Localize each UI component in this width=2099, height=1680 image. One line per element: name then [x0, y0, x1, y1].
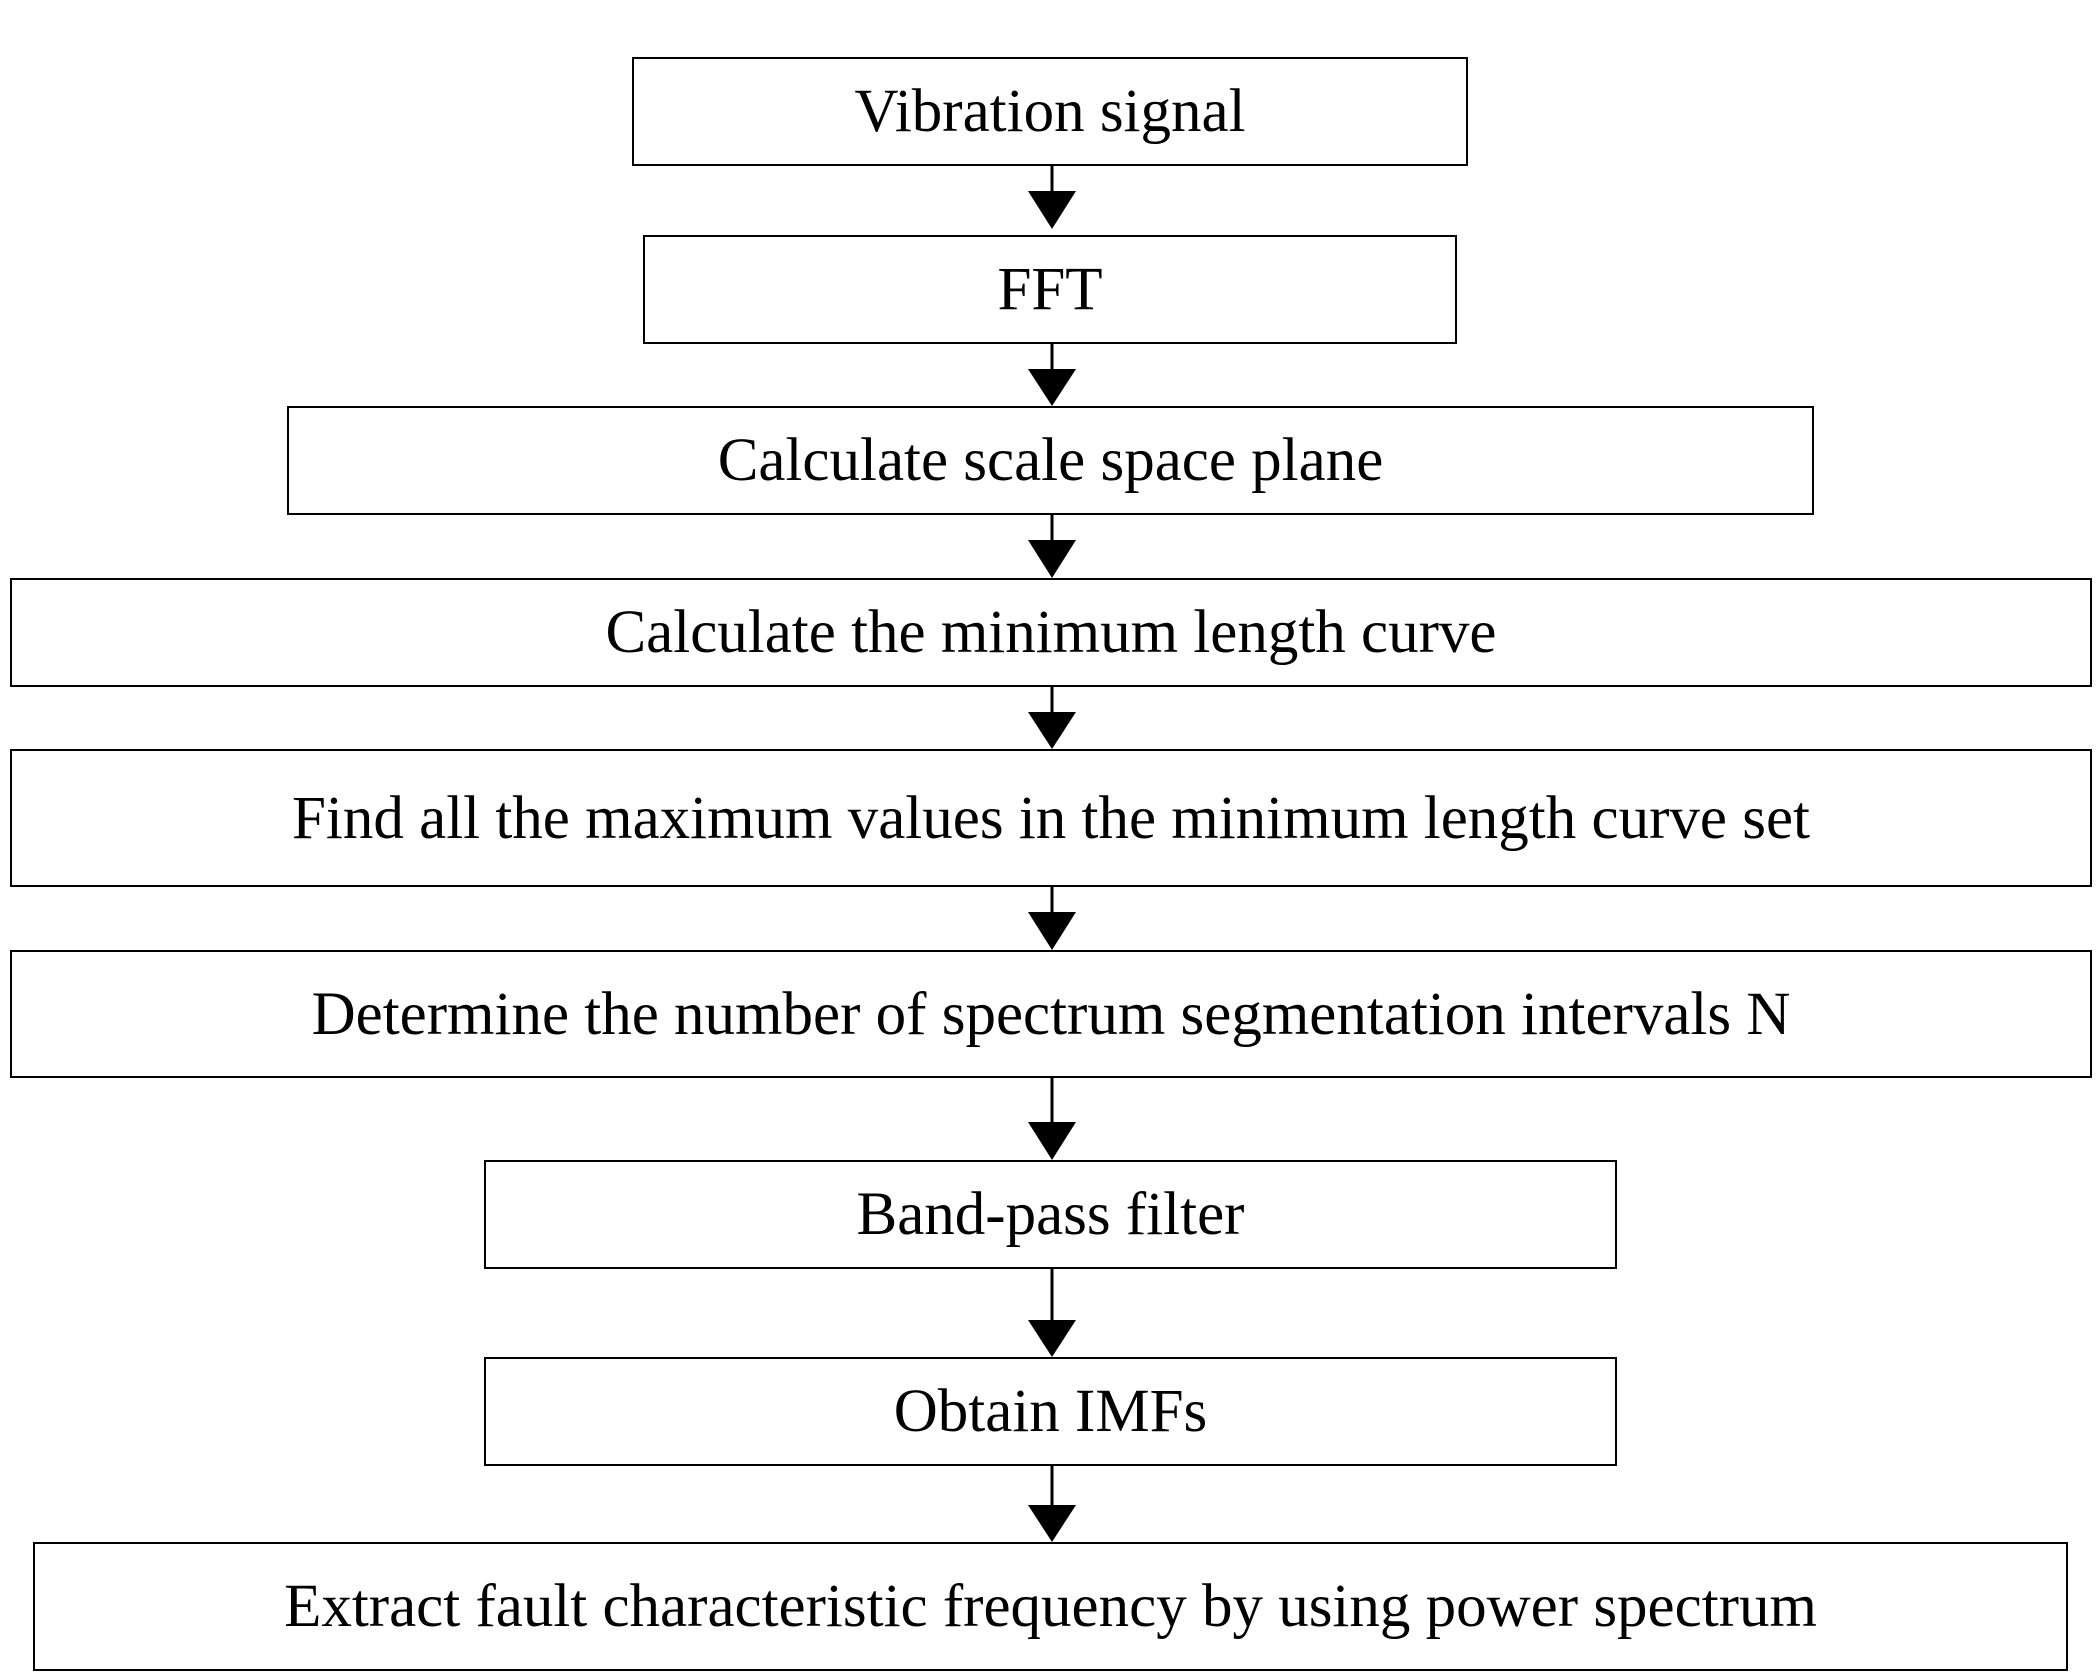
step-label: Find all the maximum values in the minim… — [292, 784, 1810, 852]
step-obtain-imfs: Obtain IMFs — [484, 1357, 1617, 1466]
step-label: Extract fault characteristic frequency b… — [284, 1573, 1817, 1640]
step-label: FFT — [997, 256, 1103, 323]
arrow-6-to-7 — [1028, 1078, 1076, 1160]
arrow-8-to-9 — [1028, 1466, 1076, 1542]
step-determine-segmentation-intervals: Determine the number of spectrum segment… — [10, 950, 2092, 1078]
step-label: Calculate scale space plane — [717, 427, 1384, 494]
step-label: Calculate the minimum length curve — [605, 599, 1497, 666]
step-calculate-scale-space-plane: Calculate scale space plane — [287, 406, 1814, 515]
step-extract-fault-frequency: Extract fault characteristic frequency b… — [33, 1542, 2068, 1671]
step-calculate-minimum-length-curve: Calculate the minimum length curve — [10, 578, 2092, 687]
step-vibration-signal: Vibration signal — [632, 57, 1468, 166]
arrow-5-to-6 — [1028, 887, 1076, 950]
step-label: Determine the number of spectrum segment… — [311, 980, 1791, 1048]
step-label: Band-pass filter — [856, 1181, 1245, 1248]
step-band-pass-filter: Band-pass filter — [484, 1160, 1617, 1269]
arrow-2-to-3 — [1028, 344, 1076, 406]
arrow-4-to-5 — [1028, 687, 1076, 749]
step-label: Obtain IMFs — [893, 1378, 1208, 1445]
arrow-1-to-2 — [1028, 166, 1076, 229]
arrow-7-to-8 — [1028, 1269, 1076, 1357]
step-fft: FFT — [643, 235, 1457, 344]
step-find-maximum-values: Find all the maximum values in the minim… — [10, 749, 2092, 887]
arrow-3-to-4 — [1028, 515, 1076, 578]
step-label: Vibration signal — [854, 78, 1246, 145]
